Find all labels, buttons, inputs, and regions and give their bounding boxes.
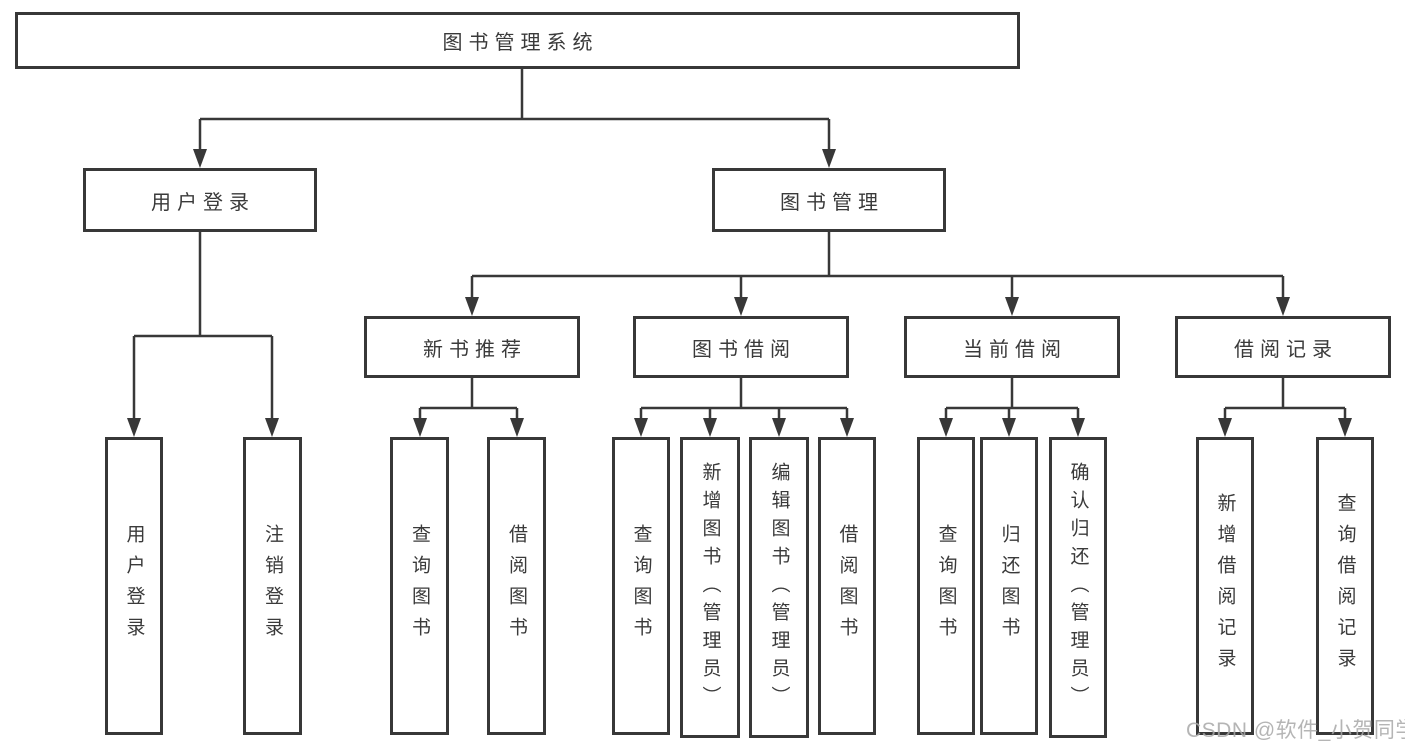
node-borrow-book-leaf: 借阅图书 [818,437,876,735]
node-logout-leaf: 注销登录 [243,437,302,735]
node-label: 查询图书 [409,524,430,648]
connector-book-borrow-to-children [634,378,854,437]
connector-line [418,378,519,421]
node-borrow-book-recommend: 借阅图书 [487,437,546,735]
node-label: 用户登录 [151,191,255,214]
connector-line [639,378,849,421]
arrowhead-icon [734,297,748,316]
arrowhead-icon [193,149,207,168]
node-book-borrow: 图书借阅 [633,316,849,378]
connector-root-to-level2 [193,69,836,168]
csdn-watermark: CSDN @软件_小贺同学 [1186,719,1405,742]
connector-current-borrow-to-children [939,378,1085,437]
node-current-borrow: 当前借阅 [904,316,1120,378]
arrowhead-icon [1071,418,1085,437]
node-edit-book-admin: 编辑图书（管理员） [749,437,809,738]
node-label: 图书管理 [780,191,884,214]
arrowhead-icon [127,418,141,437]
node-query-borrow-record: 查询借阅记录 [1316,437,1374,735]
arrowhead-icon [939,418,953,437]
node-label: 编辑图书（管理员） [768,461,790,714]
arrowhead-icon [510,418,524,437]
arrowhead-icon [634,418,648,437]
node-new-book-recommend: 新书推荐 [364,316,580,378]
node-label: 新增借阅记录 [1214,493,1236,679]
arrowhead-icon [1218,418,1232,437]
node-label: 借阅图书 [506,524,527,648]
node-label: 用户登录 [123,524,145,648]
node-label: 图书借阅 [692,338,796,361]
node-label: 确认归还（管理员） [1067,461,1089,714]
arrowhead-icon [840,418,854,437]
node-query-book-recommend: 查询图书 [390,437,449,735]
arrowhead-icon [1338,418,1352,437]
node-user-login: 用户登录 [83,168,317,232]
node-label: 借阅图书 [836,524,858,648]
node-query-book-borrow: 查询图书 [612,437,670,735]
arrowhead-icon [413,418,427,437]
node-label: 借阅记录 [1234,338,1338,361]
node-user-login-leaf: 用户登录 [105,437,163,735]
arrowhead-icon [822,149,836,168]
connector-line [944,378,1080,421]
arrowhead-icon [1002,418,1016,437]
arrowhead-icon [703,418,717,437]
connector-line [1223,378,1347,421]
node-label: 查询图书 [935,524,957,648]
node-system-root: 图书管理系统 [15,12,1020,69]
arrowhead-icon [1005,297,1019,316]
connector-line [470,232,1285,300]
node-label: 新增图书（管理员） [699,461,721,714]
node-label: 图书管理系统 [442,32,599,54]
node-label: 查询借阅记录 [1334,493,1356,679]
node-book-management: 图书管理 [712,168,946,232]
node-return-book: 归还图书 [980,437,1038,735]
node-label: 归还图书 [998,524,1020,648]
node-add-borrow-record: 新增借阅记录 [1196,437,1254,735]
node-label: 新书推荐 [423,338,527,361]
arrowhead-icon [265,418,279,437]
node-label: 当前借阅 [963,338,1067,361]
node-add-book-admin: 新增图书（管理员） [680,437,740,738]
connector-book-management-to-level3 [465,232,1290,316]
connector-line [132,232,274,421]
node-label: 查询图书 [630,524,652,648]
arrowhead-icon [465,297,479,316]
node-query-book-current: 查询图书 [917,437,975,735]
node-label: 注销登录 [262,524,283,648]
connector-line [198,69,831,152]
connector-user-login-to-children [127,232,279,437]
arrowhead-icon [772,418,786,437]
node-confirm-return-admin: 确认归还（管理员） [1049,437,1107,738]
connector-new-book-to-children [413,378,524,437]
node-borrow-records: 借阅记录 [1175,316,1391,378]
connector-borrow-records-to-children [1218,378,1352,437]
arrowhead-icon [1276,297,1290,316]
